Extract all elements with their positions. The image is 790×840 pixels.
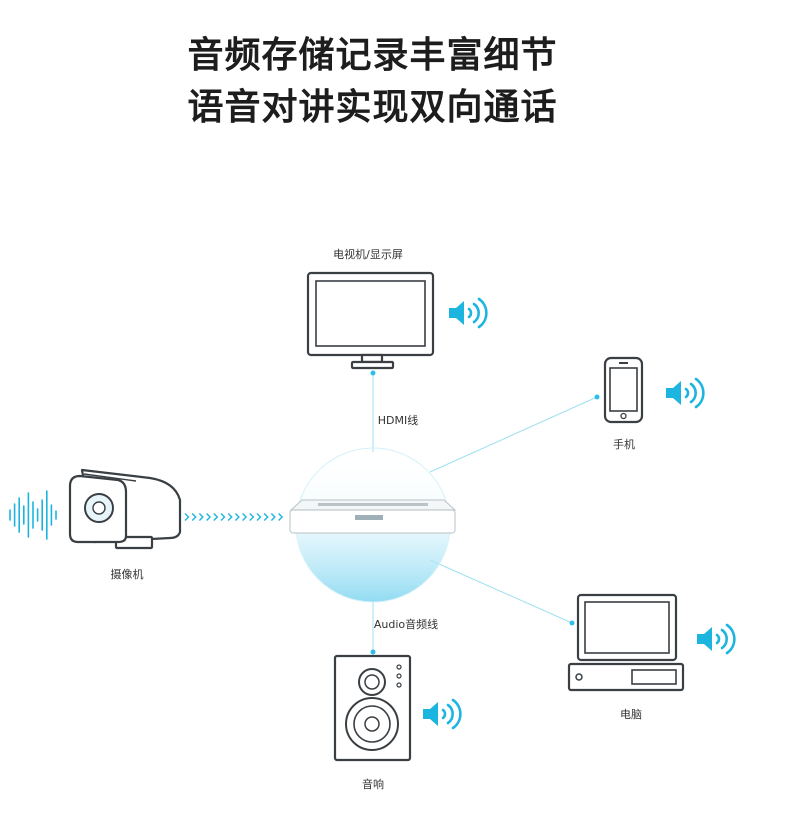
- title-line-1: 音频存储记录丰富细节: [187, 35, 558, 76]
- signal-chevron: [184, 513, 190, 521]
- signal-chevron: [249, 513, 255, 521]
- computer-label: 电脑: [620, 708, 642, 721]
- signal-chevron: [256, 513, 262, 521]
- phone-line: [429, 396, 598, 473]
- signal-chevron: [263, 513, 269, 521]
- signal-chevron: [242, 513, 248, 521]
- title-block: 音频存储记录丰富细节 语音对讲实现双向通话: [0, 30, 745, 134]
- speaker-label: 音响: [362, 777, 384, 791]
- signal-chevron: [191, 513, 197, 521]
- hdmi-label: HDMI线: [378, 413, 418, 427]
- signal-chevron: [198, 513, 204, 521]
- camera-label: 摄像机: [111, 567, 144, 581]
- signal-chevron: [220, 513, 226, 521]
- signal-chevron: [206, 513, 212, 521]
- signal-chevron: [227, 513, 233, 521]
- sound-icon: [695, 623, 736, 655]
- sound-icon: [421, 698, 462, 730]
- nvr-icon: [289, 499, 457, 534]
- tv-dot: [370, 370, 376, 376]
- signal-chevron: [278, 513, 284, 521]
- waveform-icon: [9, 490, 57, 540]
- speaker-box-icon: [333, 654, 412, 762]
- tv-label: 电视机/显示屏: [333, 247, 403, 261]
- tv-icon: [306, 271, 435, 370]
- computer-dot: [569, 620, 575, 626]
- title-line-2: 语音对讲实现双向通话: [187, 87, 558, 128]
- sound-icon: [664, 377, 705, 409]
- signal-arrows: [184, 513, 284, 521]
- connections: [370, 370, 600, 655]
- audio-cable-label: Audio音频线: [374, 617, 438, 631]
- computer-icon: [567, 593, 685, 692]
- phone-dot: [594, 394, 600, 400]
- camera-icon: [68, 468, 182, 550]
- phone-label: 手机: [613, 437, 635, 451]
- phone-icon: [603, 356, 644, 424]
- signal-chevron: [234, 513, 240, 521]
- signal-chevron: [213, 513, 219, 521]
- signal-chevron: [270, 513, 276, 521]
- speaker-dot: [370, 649, 376, 655]
- computer-line: [429, 559, 573, 624]
- sound-icon: [447, 297, 488, 329]
